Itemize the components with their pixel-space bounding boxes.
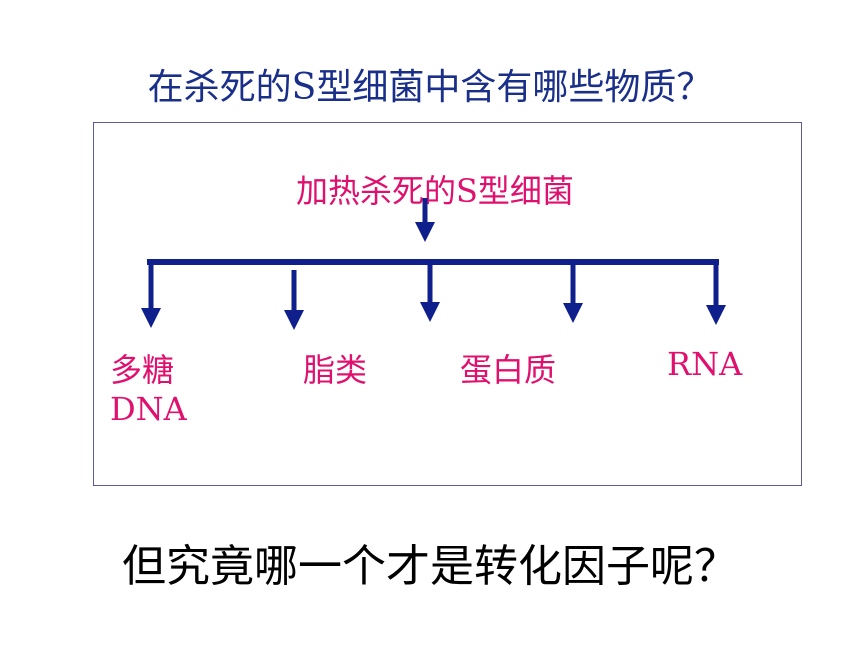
leaf-rna: RNA	[667, 345, 743, 383]
root-label: 加热杀死的S型细菌	[296, 172, 574, 210]
diagram-frame	[93, 122, 802, 486]
slide-title: 在杀死的S型细菌中含有哪些物质？	[147, 67, 713, 108]
leaf-lipid: 脂类	[303, 351, 368, 389]
leaf-polysaccharide: 多糖	[110, 351, 175, 389]
leaf-dna: DNA	[110, 390, 187, 428]
question-text: 但究竟哪一个才是转化因子呢？	[122, 541, 738, 592]
leaf-protein: 蛋白质	[460, 351, 557, 389]
